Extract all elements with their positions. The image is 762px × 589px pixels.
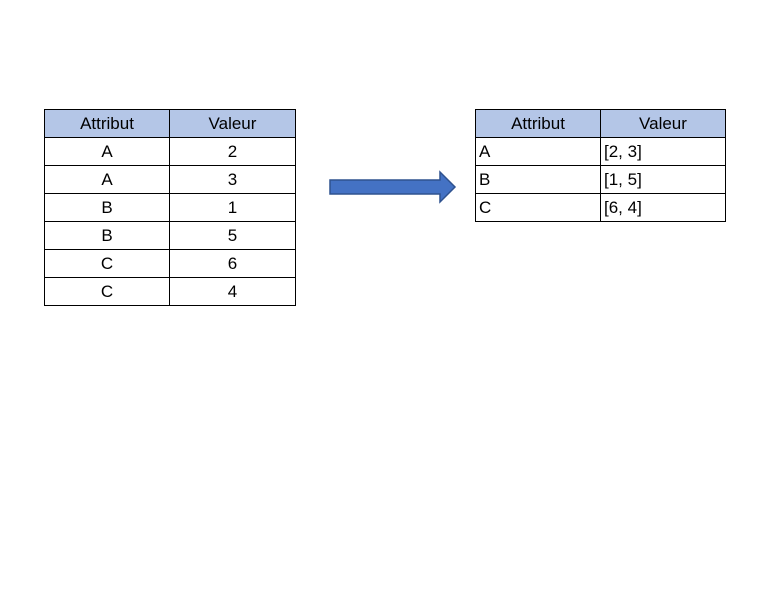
source-cell-attribut: A	[44, 137, 170, 166]
source-cell-attribut: C	[44, 249, 170, 278]
source-cell-attribut: A	[44, 165, 170, 194]
source-cell-attribut: B	[44, 221, 170, 250]
arrow-shape	[329, 170, 457, 204]
result-cell-valeur: [2, 3]	[600, 137, 726, 166]
right-arrow-icon	[329, 170, 457, 204]
table-row: A [2, 3]	[475, 137, 726, 166]
table-row: A 2	[44, 137, 296, 166]
result-cell-valeur: [6, 4]	[600, 193, 726, 222]
result-header-valeur: Valeur	[600, 109, 726, 138]
table-row: C 6	[44, 249, 296, 278]
source-table: Attribut Valeur A 2 A 3 B 1 B 5 C 6 C 4	[44, 109, 296, 306]
source-cell-attribut: C	[44, 277, 170, 306]
source-cell-valeur: 6	[169, 249, 296, 278]
source-table-header-row: Attribut Valeur	[44, 109, 296, 138]
table-row: C [6, 4]	[475, 193, 726, 222]
source-cell-attribut: B	[44, 193, 170, 222]
result-cell-attribut: C	[475, 193, 601, 222]
result-table: Attribut Valeur A [2, 3] B [1, 5] C [6, …	[475, 109, 726, 222]
result-header-attribut: Attribut	[475, 109, 601, 138]
source-header-attribut: Attribut	[44, 109, 170, 138]
source-header-valeur: Valeur	[169, 109, 296, 138]
result-cell-attribut: B	[475, 165, 601, 194]
table-row: B [1, 5]	[475, 165, 726, 194]
result-cell-attribut: A	[475, 137, 601, 166]
table-row: A 3	[44, 165, 296, 194]
table-row: B 5	[44, 221, 296, 250]
source-cell-valeur: 3	[169, 165, 296, 194]
source-cell-valeur: 4	[169, 277, 296, 306]
result-table-header-row: Attribut Valeur	[475, 109, 726, 138]
source-cell-valeur: 1	[169, 193, 296, 222]
result-cell-valeur: [1, 5]	[600, 165, 726, 194]
table-row: C 4	[44, 277, 296, 306]
table-row: B 1	[44, 193, 296, 222]
source-cell-valeur: 2	[169, 137, 296, 166]
source-cell-valeur: 5	[169, 221, 296, 250]
